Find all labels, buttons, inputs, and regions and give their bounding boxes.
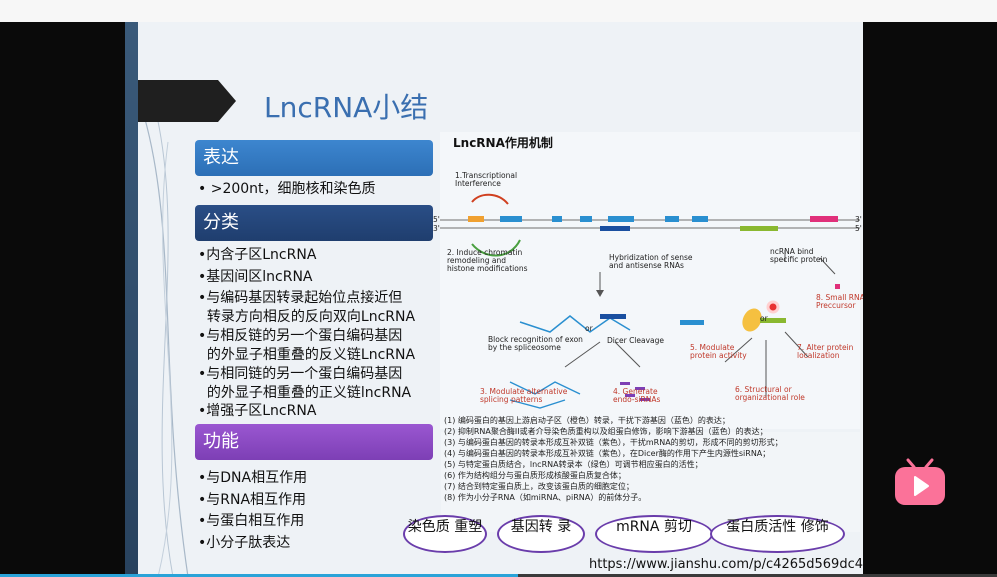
pill-mrna-splicing: mRNA 剪切 [595,515,713,553]
class-item-bidirectional: •与编码基因转录起始位点接近但 转录方向相反的反向双向LncRNA [198,290,416,325]
expression-item: • >200nt，细胞核和染色质 [198,181,376,197]
label-5prime-top: 5' [433,215,440,224]
label-hybridization: Hybridization of sense and antisense RNA… [609,253,693,270]
note-6: (6) 作为结构组分与蛋白质形成核酸蛋白质复合体； [444,471,626,480]
label-endo-sirna: 4. Generate endo-siRNAs [613,387,661,404]
decorative-curves [142,112,189,577]
source-url: https://www.jianshu.com/p/c4265d569dc4 [589,557,863,572]
label-3prime-top: 3' [855,215,862,224]
top-bar [0,0,997,22]
note-8: (8) 作为小分子RNA（如miRNA、piRNA）的前体分子。 [444,493,647,502]
note-1: (1) 编码蛋白的基因上游启动子区（橙色）转录，干扰下游基因（蓝色）的表达； [444,416,730,425]
function-item-rna: •与RNA相互作用 [198,492,307,508]
class-item-enhancer: •增强子区LncRNA [198,403,317,419]
label-chromatin-remodeling: 2. Induce chromatin remodeling and histo… [447,248,528,273]
label-small-rna: 8. Small RNA Preccursor [816,293,863,310]
label-structural-role: 6. Structural or organizational role [735,385,805,402]
label-or-2: or [760,314,768,323]
label-alter-localization: 7. Alter protein localization [797,343,854,360]
video-player[interactable]: LncRNA小结 表达 • >200nt，细胞核和染色质 分类 •内含子区Lnc… [0,22,997,577]
label-alternative-splicing: 3. Modulate alternative splicing pattern… [480,387,568,404]
label-5prime-bottom: 5' [855,224,862,233]
diagram-title: LncRNA作用机制 [453,136,553,150]
label-transcriptional-interference: 1.Transcriptional Interference [455,171,518,188]
function-item-protein: •与蛋白相互作用 [198,513,305,529]
title-arrow-banner [138,80,236,122]
label-3prime-bottom: 3' [433,224,440,233]
section-header-function: 功能 [195,424,433,460]
bilibili-tv-icon[interactable] [892,457,948,507]
label-modulate-protein: 5. Modulate protein activity [690,343,747,360]
mechanism-diagram-graphic [440,193,860,409]
slide: LncRNA小结 表达 • >200nt，细胞核和染色质 分类 •内含子区Lnc… [125,22,863,577]
pill-gene-transcription: 基因转 录 [497,515,585,553]
function-item-dna: •与DNA相互作用 [198,470,308,486]
note-3: (3) 与编码蛋白基因的转录本形成互补双链（紫色），干扰mRNA的剪切，形成不同… [444,438,783,447]
pill-protein-activity: 蛋白质活性 修饰 [710,515,845,553]
note-7: (7) 结合到特定蛋白质上，改变该蛋白质的细胞定位； [444,482,634,491]
class-item-antisense: •与相反链的另一个蛋白编码基因 的外显子相重叠的反义链LncRNA [198,328,416,363]
note-5: (5) 与特定蛋白质结合，lncRNA转录本（绿色）可调节相应蛋白的活性； [444,460,703,469]
section-header-expression: 表达 [195,140,433,176]
video-progress-fill[interactable] [0,574,519,577]
label-ncrna-bind: ncRNA bind specific protein [770,247,828,264]
label-dicer: Dicer Cleavage [607,336,665,345]
slide-title: LncRNA小结 [264,91,429,124]
section-header-classification: 分类 [195,205,433,241]
function-item-peptide: •小分子肽表达 [198,535,291,551]
class-item-intron: •内含子区LncRNA [198,247,317,263]
slide-left-stripe [125,22,138,577]
label-or-1: or [585,324,593,333]
label-block-recognition: Block recognition of exon by the spliceo… [488,335,583,352]
mechanism-diagram [440,132,860,429]
pill-chromatin-remodeling: 染色质 重塑 [403,515,487,553]
note-4: (4) 与编码蛋白基因的转录本形成互补双链（紫色），在Dicer酶的作用下产生内… [444,449,771,458]
class-item-intergenic: •基因间区lncRNA [198,269,313,285]
note-2: (2) 抑制RNA聚合酶II或者介导染色质重构以及组蛋白修饰，影响下游基因（蓝色… [444,427,768,436]
class-item-sense: •与相同链的另一个蛋白编码基因 的外显子相重叠的正义链lncRNA [198,366,412,401]
